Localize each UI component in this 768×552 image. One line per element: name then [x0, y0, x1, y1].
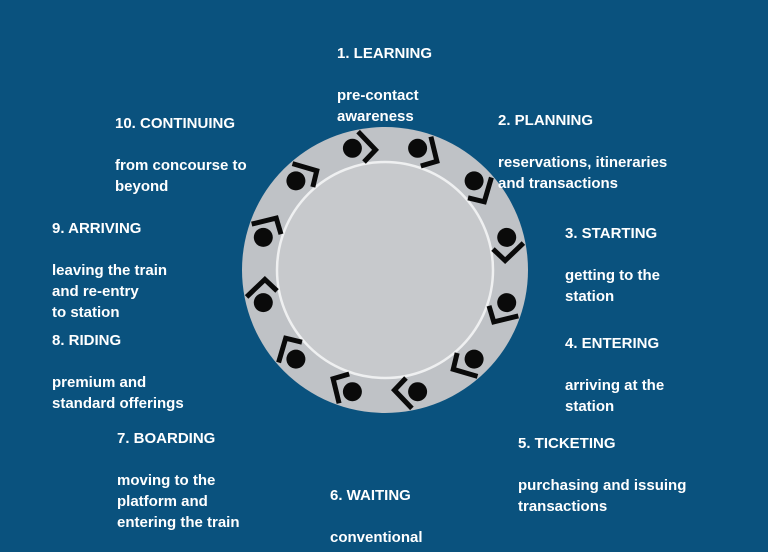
stage-marker: [408, 136, 440, 169]
clockwise-chevron-icon: [276, 335, 303, 364]
stage-dot-icon: [464, 171, 484, 191]
stage-dot-icon: [253, 227, 273, 247]
stage-dot-icon: [253, 293, 273, 313]
clockwise-chevron-icon: [450, 352, 479, 379]
stage-label-8-riding: 8. RIDING premium and standard offerings: [52, 309, 184, 435]
clockwise-chevron-icon: [486, 305, 519, 325]
stage-label-3-starting: 3. STARTING getting to the station: [565, 202, 660, 328]
stage-marker: [491, 227, 526, 265]
stage-marker: [244, 275, 279, 313]
stage-title: 4. ENTERING: [565, 335, 660, 352]
stage-dot-icon: [408, 138, 428, 158]
journey-wheel-svg: [242, 127, 528, 413]
stage-title: 3. STARTING: [565, 225, 658, 242]
stage-marker: [330, 371, 362, 404]
stage-marker: [342, 129, 380, 164]
stage-marker: [450, 349, 484, 379]
clockwise-chevron-icon: [390, 376, 414, 411]
stage-marker: [286, 161, 320, 191]
stage-title: 9. ARRIVING: [52, 220, 142, 237]
stage-title: 1. LEARNING: [337, 45, 433, 62]
stage-label-2-planning: 2. PLANNING reservations, itineraries an…: [498, 89, 667, 215]
stage-label-10-continuing: 10. CONTINUING from concourse to beyond: [115, 92, 247, 218]
stage-label-4-entering: 4. ENTERING arriving at the station: [565, 312, 664, 438]
stage-marker: [464, 171, 494, 205]
clockwise-chevron-icon: [244, 275, 279, 299]
stage-marker: [276, 335, 306, 369]
stage-description: moving to the platform and entering the …: [117, 472, 240, 531]
stage-dot-icon: [497, 227, 517, 247]
stage-description: from concourse to beyond: [115, 157, 247, 195]
stage-label-6-waiting: 6. WAITING conventional lounge and retai…: [330, 464, 450, 552]
stage-description: conventional lounge and retail: [330, 529, 450, 552]
clockwise-chevron-icon: [356, 129, 380, 164]
stage-description: arriving at the station: [565, 377, 665, 415]
stage-label-1-learning: 1. LEARNING pre-contact awareness: [337, 22, 432, 148]
stage-marker: [486, 293, 519, 325]
clockwise-chevron-icon: [491, 241, 526, 265]
stage-label-5-ticketing: 5. TICKETING purchasing and issuing tran…: [518, 412, 686, 538]
stage-description: reservations, itineraries and transactio…: [498, 154, 668, 192]
stage-title: 6. WAITING: [330, 487, 411, 504]
stage-label-9-arriving: 9. ARRIVING leaving the train and re-ent…: [52, 197, 167, 344]
stage-title: 2. PLANNING: [498, 112, 594, 129]
clockwise-chevron-icon: [251, 215, 284, 235]
stage-marker: [390, 376, 428, 411]
stage-dot-icon: [286, 171, 306, 191]
stage-dot-icon: [408, 382, 428, 402]
stage-title: 7. BOARDING: [117, 430, 216, 447]
stage-description: pre-contact awareness: [337, 87, 419, 125]
clockwise-chevron-icon: [330, 371, 350, 404]
wheel-inner-disc: [275, 160, 495, 380]
stage-dot-icon: [464, 349, 484, 369]
stage-title: 5. TICKETING: [518, 435, 616, 452]
stage-dot-icon: [497, 293, 517, 313]
stage-description: purchasing and issuing transactions: [518, 477, 687, 515]
stage-description: premium and standard offerings: [52, 374, 184, 412]
stage-dot-icon: [342, 382, 362, 402]
stage-title: 10. CONTINUING: [115, 115, 236, 132]
journey-wheel: [235, 120, 535, 420]
stage-marker: [251, 215, 284, 247]
stage-label-7-boarding: 7. BOARDING moving to the platform and e…: [117, 407, 240, 552]
stage-title: 8. RIDING: [52, 332, 122, 349]
clockwise-chevron-icon: [291, 161, 320, 188]
stage-description: leaving the train and re-entry to statio…: [52, 262, 168, 321]
stage-description: getting to the station: [565, 267, 660, 305]
clockwise-chevron-icon: [467, 176, 494, 205]
stage-dot-icon: [286, 349, 306, 369]
clockwise-chevron-icon: [420, 136, 440, 169]
stage-dot-icon: [342, 138, 362, 158]
